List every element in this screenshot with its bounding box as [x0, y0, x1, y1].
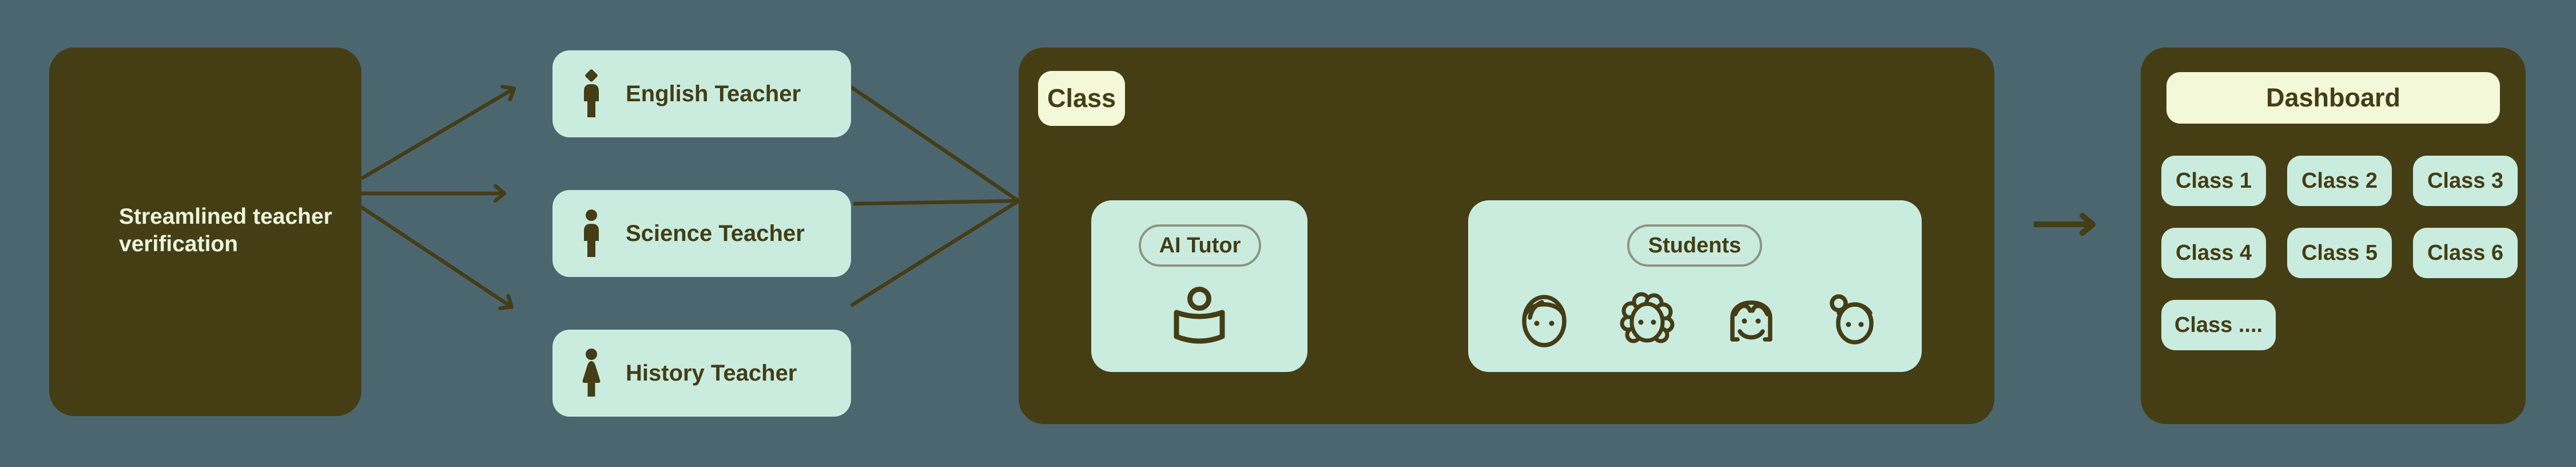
class-panel: Class AI Tutor Students — [1019, 48, 1994, 424]
line-history-to-class — [850, 199, 1020, 307]
science-teacher-node: Science Teacher — [552, 190, 851, 277]
tutor-bust-icon — [1174, 287, 1225, 344]
student-curly-hair-face-icon — [1620, 292, 1675, 343]
verification-node: Streamlined teacher verification — [49, 48, 361, 416]
class-1-button[interactable]: Class 1 — [2161, 156, 2266, 206]
ai-tutor-node: AI Tutor — [1091, 200, 1307, 372]
science-teacher-label: Science Teacher — [626, 220, 805, 246]
person-female-icon — [582, 349, 601, 397]
line-science-to-class — [853, 199, 1019, 206]
line-english-to-class — [850, 85, 1020, 203]
ai-tutor-pill: AI Tutor — [1139, 224, 1261, 267]
class-3-button[interactable]: Class 3 — [2413, 156, 2518, 206]
person-male-icon — [584, 209, 599, 257]
class-badge-label: Class — [1047, 84, 1116, 113]
class-more-button[interactable]: Class .... — [2161, 300, 2276, 350]
students-pill: Students — [1627, 224, 1762, 267]
dashboard-header: Dashboard — [2166, 72, 2500, 124]
english-teacher-node: English Teacher — [552, 50, 851, 137]
arrow-to-history-teacher — [360, 205, 514, 310]
arrow-to-english-teacher — [360, 85, 516, 180]
student-bun-hair-face-icon — [1830, 294, 1874, 345]
class-badge: Class — [1038, 71, 1125, 126]
converging-lines — [850, 85, 1020, 307]
person-diamond-head-icon — [584, 69, 599, 117]
class-2-button[interactable]: Class 2 — [2287, 156, 2392, 206]
student-boy-face-icon — [1522, 295, 1567, 347]
verification-label: Streamlined teacher verification — [119, 204, 332, 256]
history-teacher-label: History Teacher — [626, 360, 797, 386]
students-node: Students — [1468, 200, 1922, 372]
ai-tutor-label: AI Tutor — [1159, 233, 1241, 258]
class-5-button[interactable]: Class 5 — [2287, 228, 2392, 278]
class-6-button[interactable]: Class 6 — [2413, 228, 2518, 278]
student-long-hair-face-icon — [1730, 300, 1772, 342]
students-label: Students — [1648, 233, 1742, 258]
history-teacher-node: History Teacher — [552, 330, 851, 417]
class-4-button[interactable]: Class 4 — [2161, 228, 2266, 278]
dashboard-panel: Dashboard Class 1 Class 2 Class 3 Class … — [2141, 48, 2526, 424]
english-teacher-label: English Teacher — [626, 81, 801, 106]
dashboard-title: Dashboard — [2265, 83, 2401, 112]
fan-arrows — [360, 85, 516, 310]
